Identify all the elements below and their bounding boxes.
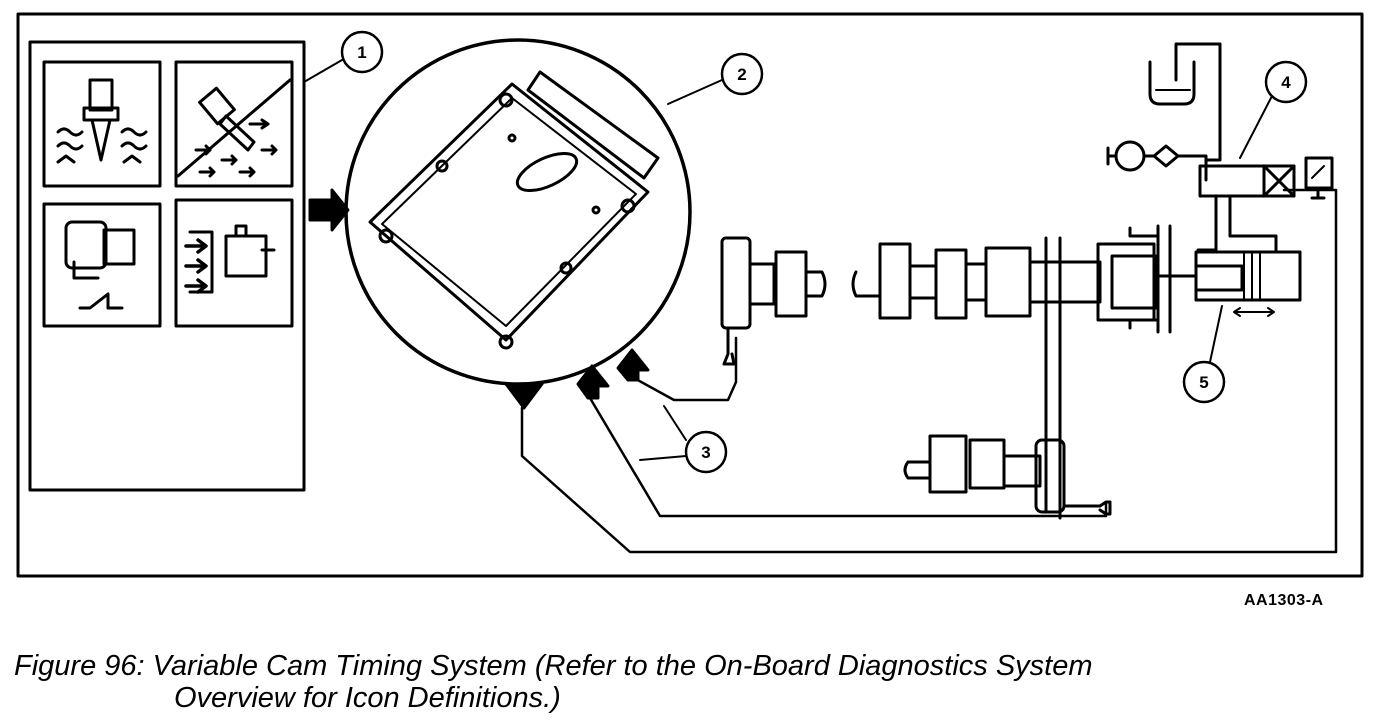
figure-id: AA1303-A <box>1244 592 1324 609</box>
callout-4: 4 <box>1239 60 1308 159</box>
flow-component-icon <box>174 198 294 328</box>
vct-system-diagram: 1 2 3 <box>16 12 1364 578</box>
callout-1-label: 1 <box>357 43 366 62</box>
callout-3: 3 <box>639 405 728 474</box>
signal-arrow-in-a <box>576 364 610 400</box>
signal-arrow-in-b <box>616 348 650 382</box>
pcm-module <box>344 38 692 386</box>
figure-caption: Figure 96: Variable Cam Timing System (R… <box>14 650 1374 714</box>
signal-arrow-out <box>504 382 544 410</box>
callout-5: 5 <box>1182 305 1226 404</box>
callout-2: 2 <box>667 52 764 105</box>
callout-2-label: 2 <box>737 65 746 84</box>
callout-3-label: 3 <box>701 443 710 462</box>
panel-to-pcm-arrow <box>308 188 350 232</box>
oil-pump-symbol <box>1106 140 1208 172</box>
camshaft-assembly <box>720 224 1302 520</box>
callout-1: 1 <box>303 30 384 83</box>
caption-line-1: Figure 96: Variable Cam Timing System (R… <box>14 650 1093 682</box>
coolant-temp-sensor-icon <box>42 60 162 188</box>
wiring <box>520 188 1338 554</box>
airflow-sensor-icon <box>174 60 294 188</box>
callout-5-label: 5 <box>1199 373 1208 392</box>
callout-4-label: 4 <box>1281 73 1291 92</box>
vct-solenoid-valve <box>1196 156 1334 254</box>
outer-frame <box>16 12 1364 578</box>
sensor-icon-panel <box>28 40 306 492</box>
lower-pulley-assembly <box>903 434 1112 516</box>
actuator-icon <box>42 202 162 328</box>
caption-line-2: Overview for Icon Definitions.) <box>174 682 561 714</box>
